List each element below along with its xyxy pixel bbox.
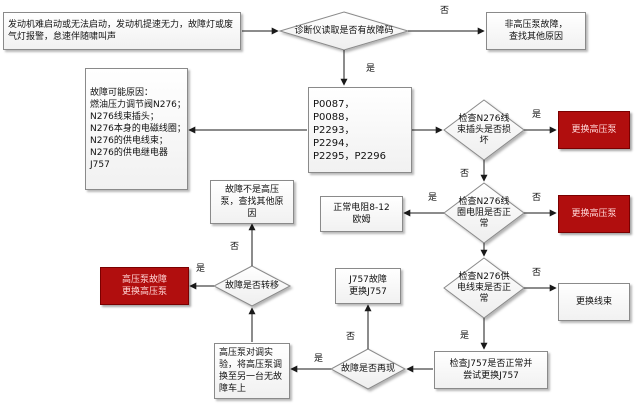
decision-code-check: 诊断仪读取是否有故障码: [294, 25, 394, 36]
j757-fault-text: J757故障 更换J757: [349, 275, 387, 297]
replace-pump-box-2: 更换高压泵: [558, 195, 630, 233]
decision-recur: 故障是否再现: [340, 363, 395, 374]
label-supply-no: 否: [532, 268, 542, 278]
j757-fault-box: J757故障 更换J757: [335, 268, 401, 304]
fault-codes-text: P0087， P0088， P2293， P2294， P2295，P2296: [313, 98, 386, 162]
label-code-yes: 是: [366, 64, 376, 74]
non-hp-fault-text: 非高压泵故障， 查找其他原因: [504, 20, 568, 42]
decision-recur-shape: [329, 348, 407, 390]
label-transfer-yes: 是: [196, 264, 206, 274]
replace-harness-box: 更换线束: [558, 283, 630, 321]
causes-box: 故障可能原因： 燃油压力调节阀N276； N276线束插头； N276本身的电磁…: [85, 68, 188, 190]
not-pump-box: 故障不是高压 泵，查找其他原 因: [210, 180, 294, 224]
replace-pump-text-2: 更换高压泵: [571, 209, 617, 219]
symptom-text: 发动机难启动或无法启动，发动机提速无力，故障灯或废气灯报警，怠速伴随啸叫声: [8, 20, 234, 42]
non-hp-fault-box: 非高压泵故障， 查找其他原因: [486, 12, 586, 50]
label-resistance-yes: 是: [428, 193, 438, 203]
label-code-no: 否: [440, 6, 450, 16]
pump-fault-box: 高压泵故障 更换高压泵: [100, 267, 189, 305]
label-transfer-no: 否: [230, 242, 240, 252]
pump-fault-text: 高压泵故障 更换高压泵: [121, 275, 167, 297]
decision-transfer: 故障是否转移: [224, 280, 279, 291]
fault-codes-box: P0087， P0088， P2293， P2294， P2295，P2296: [308, 87, 412, 173]
decision-resistance: 检查N276线 圈电阻是否正 常: [456, 196, 511, 229]
decision-transfer-shape: [212, 265, 292, 307]
replace-pump-text-1: 更换高压泵: [571, 125, 617, 135]
label-recur-yes: 是: [314, 354, 324, 364]
replace-pump-box-1: 更换高压泵: [558, 111, 630, 149]
pump-swap-test-text: 高压泵对调实 验，将高压泵调 换至另一台无故 障车上: [219, 348, 283, 394]
label-resistance-no: 否: [532, 193, 542, 203]
decision-supply: 检查N276供 电线束是否正 常: [456, 271, 511, 304]
symptom-box: 发动机难启动或无法启动，发动机提速无力，故障灯或废气灯报警，怠速伴随啸叫声: [3, 12, 241, 50]
label-plug-yes: 是: [532, 110, 542, 120]
decision-plug-damage: 检查N276线 束插头是否损 坏: [456, 113, 511, 146]
label-plug-no: 否: [460, 169, 470, 179]
replace-harness-text: 更换线束: [575, 297, 612, 307]
normal-resistance-text: 正常电阻8-12 欧姆: [333, 203, 390, 225]
label-recur-no: 否: [346, 332, 356, 342]
not-pump-text: 故障不是高压 泵，查找其他原 因: [220, 185, 284, 219]
normal-resistance-box: 正常电阻8-12 欧姆: [320, 196, 403, 232]
label-supply-yes: 是: [460, 331, 470, 341]
pump-swap-test-box: 高压泵对调实 验，将高压泵调 换至另一台无故 障车上: [214, 343, 290, 399]
check-j757-text: 检查J757是否正常并 尝试更换J757: [449, 359, 533, 381]
causes-text: 故障可能原因： 燃油压力调节阀N276； N276线束插头； N276本身的电磁…: [90, 88, 186, 170]
check-j757-box: 检查J757是否正常并 尝试更换J757: [434, 351, 548, 389]
